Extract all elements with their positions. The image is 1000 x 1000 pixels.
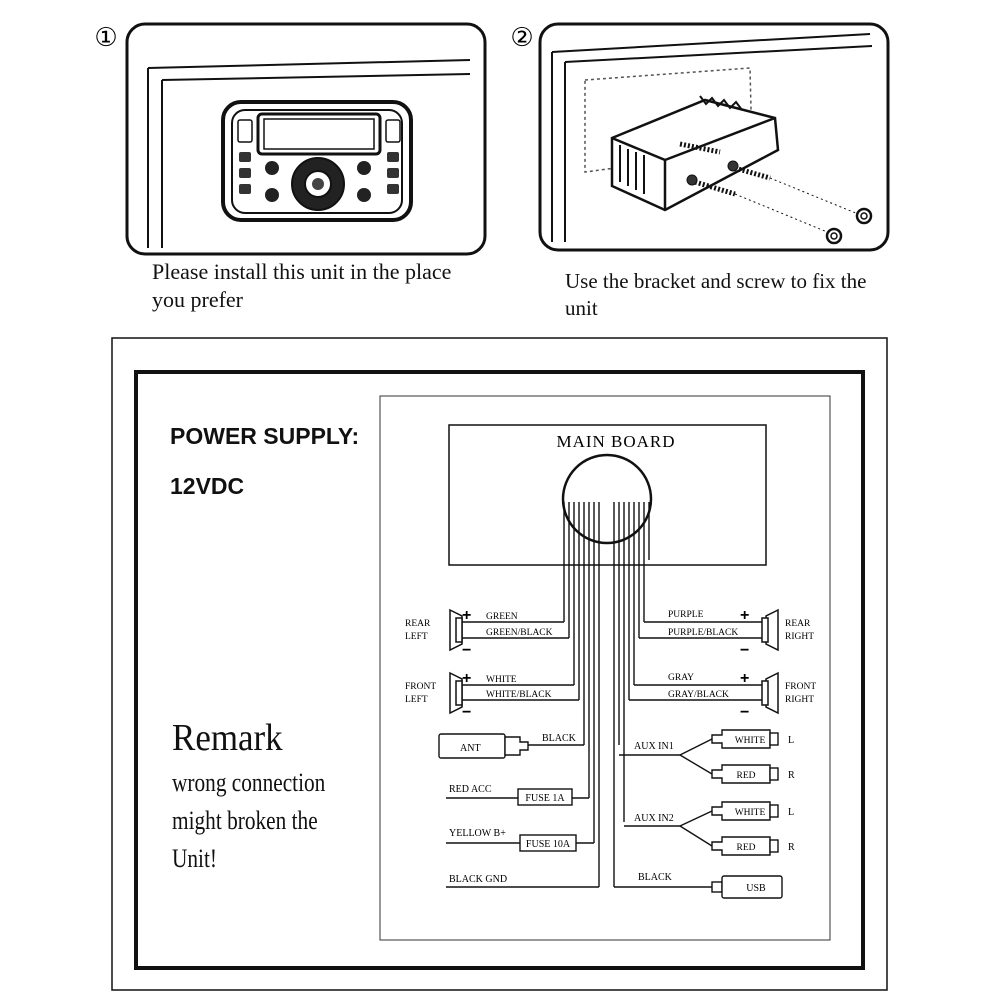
front-right-label-1: FRONT xyxy=(785,682,816,692)
rear-right-label-1: REAR xyxy=(785,619,811,629)
front-right-plus: + xyxy=(740,670,749,687)
front-right-label-2: RIGHT xyxy=(785,695,814,705)
aux2-white-plug xyxy=(711,801,779,821)
wire-purple-label: PURPLE xyxy=(668,610,704,620)
step-1-caption: Please install this unit in the place yo… xyxy=(152,259,452,312)
rear-right-minus: − xyxy=(740,642,749,659)
front-left-speaker-icon xyxy=(449,671,463,715)
power-supply-title: POWER SUPPLY: xyxy=(170,423,360,449)
aux1-red-plug xyxy=(711,764,779,784)
rear-left-plus: + xyxy=(462,607,471,624)
wall-corner-1 xyxy=(147,59,471,248)
antenna-connector xyxy=(438,733,584,759)
step-1-number: ① xyxy=(94,22,117,52)
step-1-panel xyxy=(125,22,487,256)
aux-in2-wires xyxy=(624,810,713,847)
aux1-red-label: RED xyxy=(737,771,756,781)
wire-black-gnd-label: BLACK GND xyxy=(449,874,507,885)
step-2-panel xyxy=(538,22,890,252)
fuse-10a-label: FUSE 10A xyxy=(526,839,571,850)
rear-left-label-1: REAR xyxy=(405,619,431,629)
main-board xyxy=(448,424,767,566)
aux2-l-label: L xyxy=(788,807,794,818)
ant-label: ANT xyxy=(460,743,481,754)
wire-red-acc-label: RED ACC xyxy=(449,784,492,795)
wall-corner-2 xyxy=(551,33,873,242)
red-acc-wire xyxy=(446,788,589,806)
aux-in2-label: AUX IN2 xyxy=(634,813,674,824)
aux2-white-label: WHITE xyxy=(735,808,766,818)
aux2-r-label: R xyxy=(788,842,795,853)
remark-title: Remark xyxy=(172,717,283,759)
aux-in1-label: AUX IN1 xyxy=(634,741,674,752)
mounting-bracket xyxy=(610,95,780,212)
left-speaker-wires xyxy=(460,614,580,701)
main-board-label: MAIN BOARD xyxy=(556,432,675,451)
wire-white-label: WHITE xyxy=(486,675,517,685)
aux-in1-wires xyxy=(619,738,713,775)
rear-right-label-2: RIGHT xyxy=(785,632,814,642)
aux2-red-label: RED xyxy=(737,843,756,853)
connector-circle xyxy=(561,453,653,545)
wire-purple-black-label: PURPLE/BLACK xyxy=(668,628,738,638)
front-left-minus: − xyxy=(462,704,471,721)
front-left-label-2: LEFT xyxy=(405,695,428,705)
usb-connector xyxy=(614,875,783,899)
step-2-caption: Use the bracket and screw to fix the uni… xyxy=(565,269,867,320)
wire-green-black-label: GREEN/BLACK xyxy=(486,628,553,638)
wire-black-ant-label: BLACK xyxy=(542,733,577,744)
diagram-border xyxy=(379,395,831,941)
usb-label: USB xyxy=(746,883,766,894)
screws xyxy=(679,141,873,245)
wire-gray-black-label: GRAY/BLACK xyxy=(668,690,729,700)
inner-frame xyxy=(134,370,865,970)
power-supply-voltage: 12VDC xyxy=(170,473,245,499)
aux1-r-label: R xyxy=(788,770,795,781)
wire-white-black-label: WHITE/BLACK xyxy=(486,690,552,700)
aux1-white-plug xyxy=(711,729,779,749)
wire-harness xyxy=(563,502,650,887)
wire-green-label: GREEN xyxy=(486,612,518,622)
wire-yellow-b-label: YELLOW B+ xyxy=(449,828,506,839)
rear-left-label-2: LEFT xyxy=(405,632,428,642)
right-speaker-wires xyxy=(628,614,762,701)
step-2-number: ② xyxy=(510,22,533,52)
aux2-red-plug xyxy=(711,836,779,856)
stereo-unit xyxy=(221,100,413,222)
outer-frame xyxy=(111,337,888,991)
rear-left-minus: − xyxy=(462,642,471,659)
wire-gray-label: GRAY xyxy=(668,673,694,683)
front-left-label-1: FRONT xyxy=(405,682,436,692)
rear-left-speaker-icon xyxy=(449,608,463,652)
front-right-speaker-icon xyxy=(761,671,779,715)
rear-right-plus: + xyxy=(740,607,749,624)
wire-black-usb-label: BLACK xyxy=(638,872,673,883)
front-left-plus: + xyxy=(462,670,471,687)
rear-right-speaker-icon xyxy=(761,608,779,652)
aux1-l-label: L xyxy=(788,735,794,746)
remark-body: wrong connection might broken the Unit! xyxy=(172,768,326,873)
fuse-1a-label: FUSE 1A xyxy=(525,793,565,804)
yellow-b-wire xyxy=(446,834,594,852)
front-right-minus: − xyxy=(740,704,749,721)
aux1-white-label: WHITE xyxy=(735,736,766,746)
